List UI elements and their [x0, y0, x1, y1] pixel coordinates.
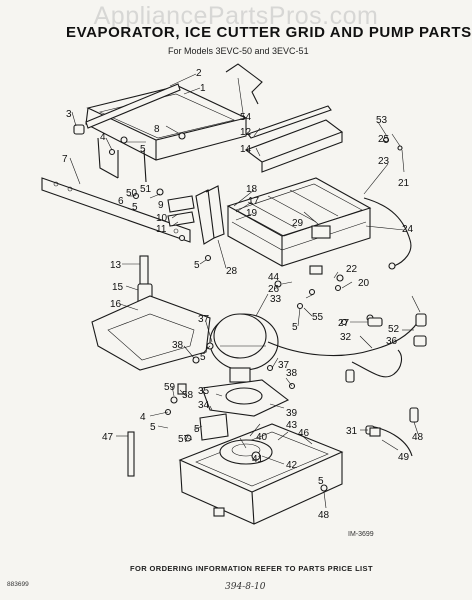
part-label-55: 55 [312, 312, 324, 323]
part-label-38b: 38 [286, 368, 298, 379]
mounting-rail [41, 177, 191, 243]
part-label-5g: 5 [194, 424, 200, 435]
part-label-2: 2 [196, 68, 202, 79]
part-label-16: 16 [110, 299, 122, 310]
part-label-7: 7 [62, 154, 68, 165]
part-label-37: 37 [198, 314, 210, 325]
part-label-29: 29 [292, 218, 304, 229]
part-label-57: 57 [178, 434, 190, 445]
deflector [244, 119, 344, 173]
part-label-32: 32 [340, 332, 352, 343]
part-label-5: 5 [140, 144, 146, 155]
part-label-3: 3 [66, 109, 72, 120]
part-label-44: 44 [268, 272, 280, 283]
hardware-fasteners [108, 132, 403, 517]
part-label-25: 25 [378, 134, 390, 145]
watermark: AppliancePartsPros.com [93, 2, 379, 30]
part-label-59: 59 [164, 382, 176, 393]
part-label-54: 54 [240, 112, 252, 123]
part-label-22: 22 [346, 264, 358, 275]
page-reference-code: 883699 [7, 581, 29, 588]
pump-wire-harness [267, 313, 427, 383]
support-rod [127, 431, 135, 477]
part-label-33: 33 [270, 294, 282, 305]
part-label-53: 53 [376, 115, 388, 126]
float-bracket [199, 413, 229, 441]
ice-cutter-grid [226, 177, 372, 267]
part-label-52: 52 [388, 324, 400, 335]
part-label-23: 23 [378, 156, 390, 167]
part-label-46: 46 [298, 428, 310, 439]
part-label-20: 20 [358, 278, 370, 289]
part-label-37b: 37 [278, 360, 290, 371]
part-label-48b: 48 [318, 510, 330, 521]
part-label-50: 50 [126, 188, 138, 199]
part-label-9: 9 [158, 200, 164, 211]
part-label-43: 43 [286, 420, 298, 431]
part-label-8: 8 [154, 124, 160, 135]
water-reservoir-pan [178, 423, 344, 525]
part-label-48: 48 [412, 432, 424, 443]
part-label-5h: 5 [318, 476, 324, 487]
part-label-5d: 5 [292, 322, 298, 333]
part-label-35: 35 [198, 386, 210, 397]
leader-lines [69, 73, 421, 509]
part-label-40: 40 [256, 432, 268, 443]
part-label-27: 27 [338, 318, 350, 329]
evaporator-tube [85, 83, 181, 129]
part-label-12: 12 [240, 127, 252, 138]
part-label-24: 24 [402, 224, 414, 235]
grid-bracket [167, 185, 225, 245]
part-label-15: 15 [112, 282, 124, 293]
part-label-41: 41 [252, 454, 264, 465]
part-number-labels: 2 1 3 8 4 5 7 50 51 6 5 9 10 11 13 15 16… [62, 68, 424, 521]
part-label-13: 13 [110, 260, 122, 271]
diagram-title: EVAPORATOR, ICE CUTTER GRID AND PUMP PAR… [66, 24, 472, 41]
ordering-info-footer: FOR ORDERING INFORMATION REFER TO PARTS … [130, 564, 373, 573]
part-label-49: 49 [398, 452, 410, 463]
pump-motor [209, 313, 279, 383]
part-label-38: 38 [172, 340, 184, 351]
cutter-rod [247, 105, 332, 139]
part-label-5c: 5 [194, 260, 200, 271]
part-label-14: 14 [240, 144, 252, 155]
part-label-51: 51 [140, 184, 152, 195]
grid-wire-harness [363, 197, 412, 270]
part-label-6: 6 [118, 196, 124, 207]
part-label-4b: 4 [140, 412, 146, 423]
part-label-5b: 5 [132, 202, 138, 213]
part-label-28: 28 [226, 266, 238, 277]
part-label-21: 21 [398, 178, 410, 189]
part-label-58: 58 [182, 390, 194, 401]
pump-housing [201, 379, 290, 417]
handwritten-note: 394-8-10 [225, 582, 266, 592]
part-label-11: 11 [156, 224, 167, 235]
part-label-19: 19 [246, 208, 258, 219]
part-label-42: 42 [286, 460, 298, 471]
model-subtitle: For Models 3EVC-50 and 3EVC-51 [168, 46, 309, 56]
part-label-5f: 5 [150, 422, 156, 433]
part-label-10: 10 [156, 213, 168, 224]
part-label-5e: 5 [200, 352, 206, 363]
diagram-reference-code: IM-3699 [348, 531, 374, 538]
part-label-1: 1 [200, 83, 206, 94]
pump-mount-post [91, 255, 211, 371]
part-label-17: 17 [248, 196, 260, 207]
part-label-36: 36 [386, 336, 398, 347]
part-label-18: 18 [246, 184, 258, 195]
tube-cap [73, 124, 85, 135]
part-label-26: 26 [268, 284, 280, 295]
evaporator-tray [85, 85, 248, 183]
part-label-34: 34 [198, 400, 210, 411]
part-label-47: 47 [102, 432, 114, 443]
part-label-39: 39 [286, 408, 298, 419]
drain-tube [225, 63, 263, 105]
part-label-4: 4 [100, 132, 106, 143]
part-label-31: 31 [346, 426, 358, 437]
